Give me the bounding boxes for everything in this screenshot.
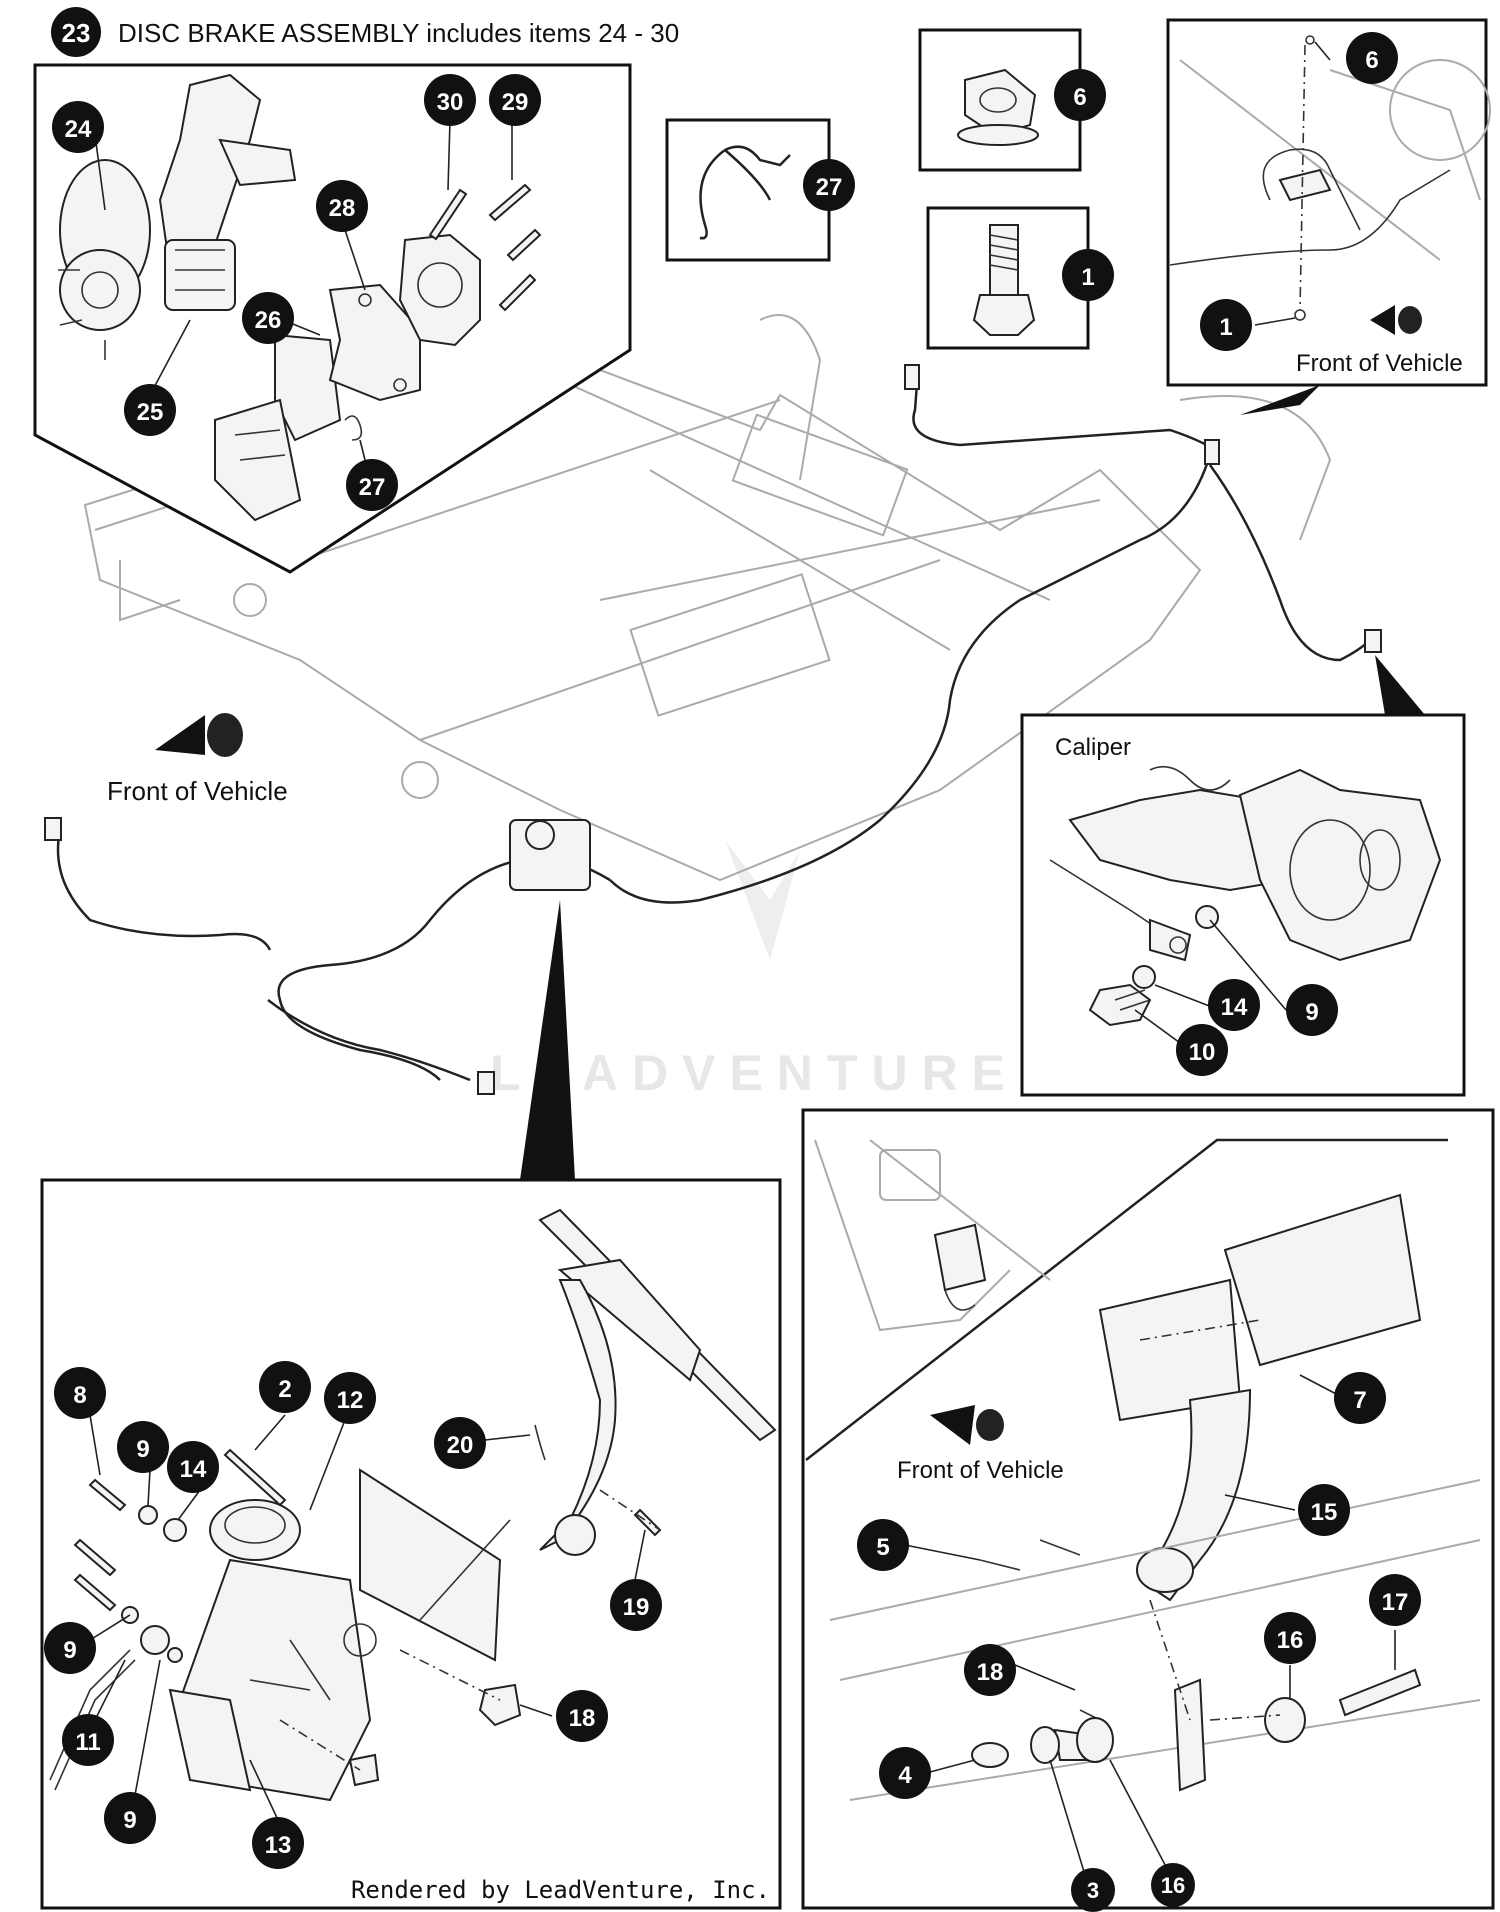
nut-inset: 6 [918, 28, 1106, 172]
callout-2: 2 [278, 1376, 291, 1403]
credit-text: Rendered by LeadVenture, Inc. [351, 1876, 770, 1904]
disc-brake-inset: 24 25 26 27 28 29 30 [33, 63, 632, 574]
callout-10: 10 [1189, 1039, 1216, 1066]
callout-16-top: 16 [1277, 1627, 1304, 1654]
brake-lines [44, 364, 1382, 1095]
callout-7: 7 [1353, 1387, 1366, 1414]
callout-9-master-top: 9 [136, 1436, 149, 1463]
clip-inset: 27 [665, 118, 855, 262]
callout-11: 11 [75, 1729, 100, 1756]
front-label-pedal: Front of Vehicle [897, 1457, 1064, 1484]
callout-20: 20 [447, 1432, 474, 1459]
callout-24: 24 [65, 116, 92, 143]
callout-6-inset: 6 [1365, 47, 1378, 74]
callout-27: 27 [359, 474, 386, 501]
pointer-inset [1240, 385, 1320, 415]
callout-30: 30 [437, 89, 464, 116]
pointer-caliper [1375, 655, 1425, 715]
callout-13: 13 [265, 1832, 292, 1859]
callout-14-caliper: 14 [1221, 994, 1248, 1021]
callout-26: 26 [255, 307, 282, 334]
bolt-inset: 1 [926, 206, 1114, 350]
caliper-label: Caliper [1055, 734, 1131, 761]
front-arrow-main [155, 713, 243, 757]
callout-27-clip: 27 [816, 174, 843, 201]
watermark-text: LEADVENTURE [490, 1045, 1019, 1101]
front-label-inset: Front of Vehicle [1296, 350, 1463, 377]
caliper-inset: Caliper 14 9 10 [1020, 713, 1466, 1097]
callout-8: 8 [73, 1382, 86, 1409]
callout-29: 29 [502, 89, 529, 116]
pointer-master [520, 900, 575, 1180]
callout-9-master-mid: 9 [63, 1637, 76, 1664]
callout-badge [51, 7, 101, 57]
callout-12: 12 [337, 1387, 364, 1414]
callout-23: 23 [62, 18, 91, 48]
callout-1: 1 [1081, 264, 1094, 291]
callout-4: 4 [898, 1762, 912, 1789]
line-mount-inset: 6 1 Front of Vehicle [1166, 18, 1491, 387]
callout-6: 6 [1073, 84, 1086, 111]
pedal-inset: Front of Vehicle 7 15 5 18 16 17 4 3 16 [801, 1108, 1495, 1912]
header: 23 DISC BRAKE ASSEMBLY includes items 24… [51, 7, 679, 57]
callout-9-master-bottom: 9 [123, 1807, 136, 1834]
callout-5: 5 [876, 1534, 889, 1561]
callout-28: 28 [329, 195, 356, 222]
page-title: DISC BRAKE ASSEMBLY includes items 24 - … [118, 18, 679, 48]
front-label-main: Front of Vehicle [107, 776, 288, 806]
callout-18-master: 18 [569, 1705, 596, 1732]
callout-3: 3 [1087, 1878, 1099, 1903]
callout-19: 19 [623, 1594, 650, 1621]
callout-16-bottom: 16 [1161, 1873, 1185, 1898]
callout-15: 15 [1311, 1499, 1338, 1526]
callout-18-pedal: 18 [977, 1659, 1004, 1686]
callout-9-caliper: 9 [1305, 999, 1318, 1026]
callout-1-inset: 1 [1219, 314, 1232, 341]
master-cylinder-inset: 8 9 14 2 12 20 19 9 11 9 13 18 Rendered … [40, 1178, 782, 1910]
callout-14-master: 14 [180, 1456, 207, 1483]
callout-25: 25 [137, 399, 164, 426]
callout-17: 17 [1382, 1589, 1409, 1616]
